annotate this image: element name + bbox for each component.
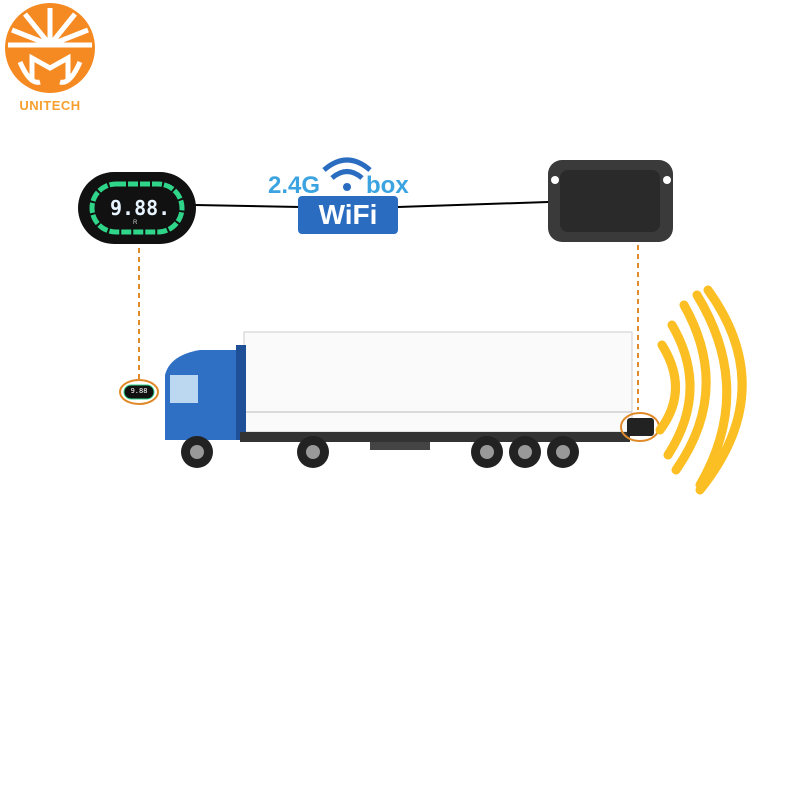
connection-line bbox=[397, 201, 549, 208]
wifi-band-label: 2.4G bbox=[268, 172, 321, 199]
wifi-icon bbox=[298, 157, 398, 234]
display-sub-label: R bbox=[133, 220, 138, 226]
receiver-box bbox=[548, 160, 673, 242]
display-reading: 9.88. bbox=[110, 196, 171, 220]
connection-line bbox=[194, 204, 301, 208]
wifi-suffix-label: box bbox=[366, 172, 409, 199]
display-device bbox=[78, 172, 196, 244]
brand-name: UNITECH bbox=[19, 98, 81, 113]
small-display-highlight bbox=[119, 379, 159, 405]
signal-waves-icon bbox=[655, 285, 747, 495]
wifi-word: WiFi bbox=[318, 199, 378, 230]
truck bbox=[165, 331, 633, 468]
small-display-reading: 9.88 bbox=[130, 387, 148, 395]
unitech-logo bbox=[5, 3, 95, 93]
